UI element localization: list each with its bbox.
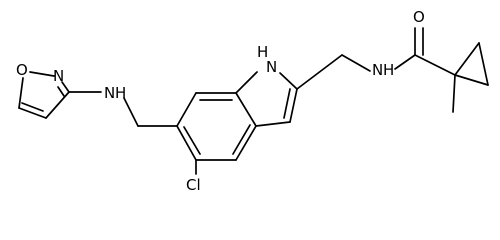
bond-cq-methyl [452, 74, 456, 113]
molecule-structure: O N N H H N N H O Cl [16, 8, 489, 194]
bond-n-c3-double [57, 86, 65, 97]
isoxazole-nitrogen-label: N [53, 67, 64, 85]
bond-c5-c6 [176, 125, 197, 161]
bond-c3a-c4-double [232, 124, 251, 155]
bond-c6-c7 [176, 92, 197, 127]
bond-carbonyl-cq [414, 54, 456, 76]
bond-ch2-nh [341, 54, 371, 72]
amine-hydrogen-label: H [115, 84, 126, 102]
bond-o-n [29, 71, 55, 77]
amide-nitrogen-label: N [372, 61, 383, 79]
bond-c5-c6-double [183, 126, 201, 155]
bond-c5-c4-double [21, 102, 44, 112]
bond-c2-ch2 [296, 54, 343, 90]
bond-c4-c3 [45, 91, 70, 119]
indole-hydrogen-label: H [257, 43, 268, 61]
isoxazole-oxygen-label: O [16, 61, 28, 79]
bond-nh-carbonyl [394, 54, 416, 70]
bond-c2-c3-double [283, 88, 291, 119]
bond-n-c3 [61, 81, 70, 93]
bond-c7a-c3a [235, 92, 257, 127]
bond-cq-cp1 [454, 42, 480, 76]
bond-cp1-cp2 [478, 42, 489, 86]
bond-c7a-n1 [235, 71, 258, 94]
bond-o-c5 [18, 77, 24, 109]
bonds [18, 27, 489, 175]
bond-c3a-c4 [235, 125, 257, 161]
bond-c2-c3 [289, 88, 298, 123]
bond-n1-c2 [279, 72, 298, 90]
bond-c3-c3a [255, 121, 291, 127]
bond-nh-ch2 [123, 97, 139, 127]
chlorine-label: Cl [186, 176, 201, 194]
carbonyl-oxygen-label: O [413, 8, 425, 26]
bond-c5-c4 [18, 107, 47, 119]
amide-hydrogen-label: H [383, 61, 394, 79]
bond-cp2-cq [454, 74, 489, 86]
indole-nitrogen-label: N [266, 58, 277, 76]
atom-labels: O N N H H N N H O Cl [16, 8, 425, 194]
amine-nitrogen-label: N [104, 84, 115, 102]
